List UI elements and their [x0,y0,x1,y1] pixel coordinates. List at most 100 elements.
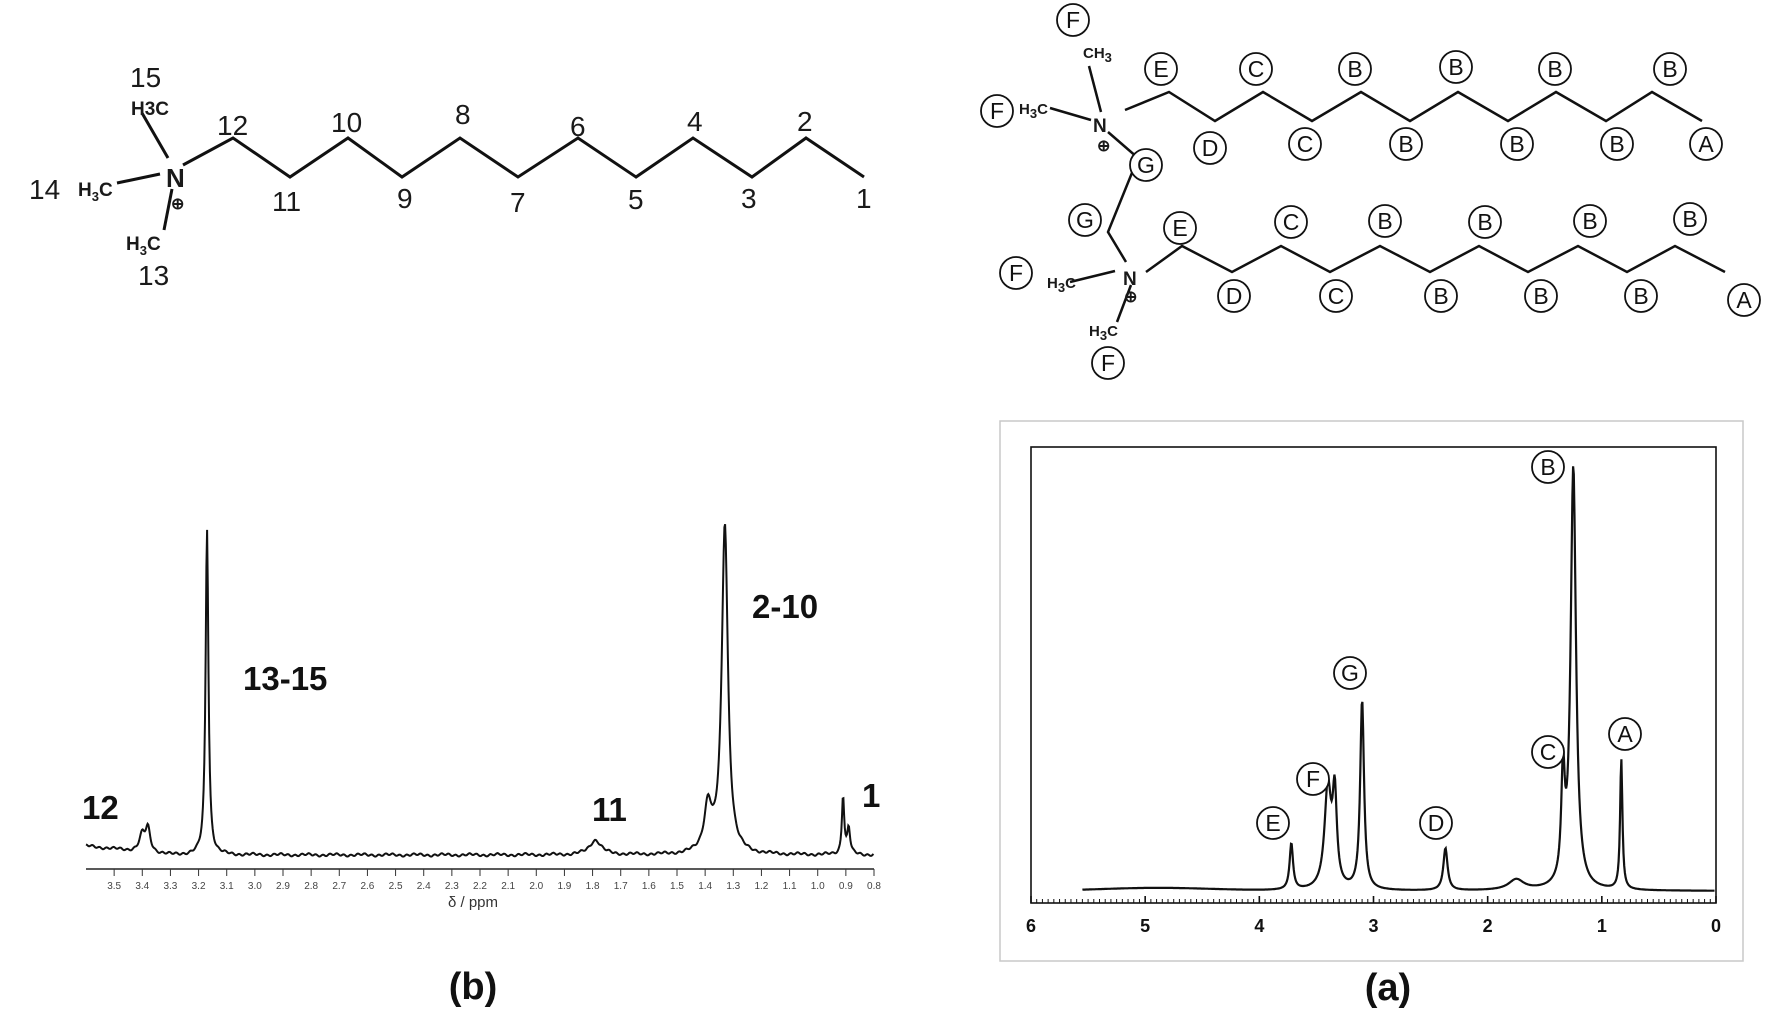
panel-b-tick-label: 1.3 [726,881,740,892]
group-label-text: C [1328,283,1345,309]
panel-b-peak-label-12: 12 [82,789,119,826]
panel-a-peak-label-text: A [1617,721,1633,747]
group-label-text: B [1609,131,1624,157]
group-label-text: G [1137,152,1155,178]
panel-a-tick-label: 3 [1368,916,1378,936]
group-label-c-24: C [1319,279,1353,313]
panel-a-peak-label-c: C [1531,735,1565,769]
panel-b-tick-label: 2.2 [473,881,487,892]
group-label-f-22: F [999,256,1033,290]
panel-a-tick-label: 4 [1254,916,1264,936]
group-label-text: D [1202,135,1219,161]
group-label-f-7: F [980,94,1014,128]
structure-b-methyl-13: H3C [126,234,161,258]
group-label-c-2: C [1239,52,1273,86]
group-label-circle [1056,3,1090,37]
panel-b-tick-label: 3.5 [107,881,121,892]
structure-b-methyl-14: H3C [78,180,113,204]
position-6: 6 [570,111,586,142]
group-label-c-9: C [1288,127,1322,161]
panel-b-peak-label-1: 1 [862,777,880,814]
panel-b-tick-label: 1.2 [754,881,768,892]
group-label-b-11: B [1500,127,1534,161]
panel-b-tick-label: 2.5 [389,881,403,892]
panel-b-tick-label: 3.1 [220,881,234,892]
panel-b-tick-label: 2.6 [360,881,374,892]
panel-a-peak-label-text: E [1265,810,1280,836]
structure-b-chain [182,136,865,179]
group-label-circle [1538,52,1572,86]
group-label-g-14: G [1129,148,1163,182]
group-label-circle [980,94,1014,128]
position-13: 13 [138,260,169,291]
group-label-circle [1727,283,1761,317]
panel-b-tick-label: 1.0 [811,881,825,892]
group-label-text: C [1283,209,1300,235]
group-label-circle [1624,279,1658,313]
group-label-b-26: B [1524,279,1558,313]
group-label-e-16: E [1163,211,1197,245]
group-label-circle [1163,211,1197,245]
panel-b-peak-label-13-15: 13-15 [243,660,327,697]
group-label-text: B [1662,56,1677,82]
group-label-circle [1319,279,1353,313]
position-10: 10 [331,107,362,138]
position-11: 11 [272,186,301,217]
group-label-b-12: B [1600,127,1634,161]
position-3: 3 [741,183,757,214]
group-label-text: E [1153,56,1168,82]
panel-b-peak-label-2-10: 2-10 [752,588,818,625]
group-label-circle [1091,346,1125,380]
panel-a-peak-label-f: F [1296,762,1330,796]
group-label-b-4: B [1439,50,1473,84]
group-label-circle [1129,148,1163,182]
panel-a-peak-label-g: G [1333,656,1367,690]
group-label-text: B [1398,131,1413,157]
position-15: 15 [130,62,161,93]
panel-b-tick-label: 1.4 [698,881,712,892]
group-label-b-25: B [1424,279,1458,313]
group-label-text: B [1347,56,1362,82]
panel-a-outer-frame [999,420,1744,962]
position-9: 9 [397,183,413,214]
group-label-circle [1274,205,1308,239]
group-label-text: B [1547,56,1562,82]
structure-a-upper-h3c-bond [1049,106,1092,122]
structure-a-upper-charge: ⊕ [1097,138,1110,155]
structure-a-lower-charge: ⊕ [1124,289,1137,306]
group-label-b-6: B [1653,52,1687,86]
group-label-text: A [1736,287,1752,313]
panel-b-tick-label: 1.7 [614,881,628,892]
group-label-f-29: F [1091,346,1125,380]
panel-b-tick-label: 2.3 [445,881,459,892]
group-label-circle [1239,52,1273,86]
group-label-text: D [1226,283,1243,309]
structure-a-lower-ch3-bond [1115,284,1133,323]
group-label-circle [1468,205,1502,239]
panel-a-peak-label-text: G [1341,660,1359,686]
structure-b-charge: ⊕ [171,196,184,213]
panel-a-tick-label: 5 [1140,916,1150,936]
structure-a-upper-chain [1124,90,1703,123]
group-label-a-13: A [1689,127,1723,161]
structure-a-upper-nitrogen: N [1093,116,1107,137]
group-label-circle [1368,204,1402,238]
group-label-text: B [1477,209,1492,235]
panel-a-peak-label-text: C [1540,739,1557,765]
group-label-circle [1389,127,1423,161]
panel-b-tick-label: 0.9 [839,881,853,892]
panel-a-peak-label-a: A [1608,717,1642,751]
group-label-circle [1338,52,1372,86]
position-7: 7 [510,187,526,218]
group-label-text: E [1172,215,1187,241]
position-12: 12 [217,110,248,141]
structure-b-nitrogen: N [166,163,185,193]
group-label-text: C [1248,56,1265,82]
group-label-text: B [1377,208,1392,234]
group-label-d-8: D [1193,131,1227,165]
structure-a-spacer [1106,131,1140,263]
